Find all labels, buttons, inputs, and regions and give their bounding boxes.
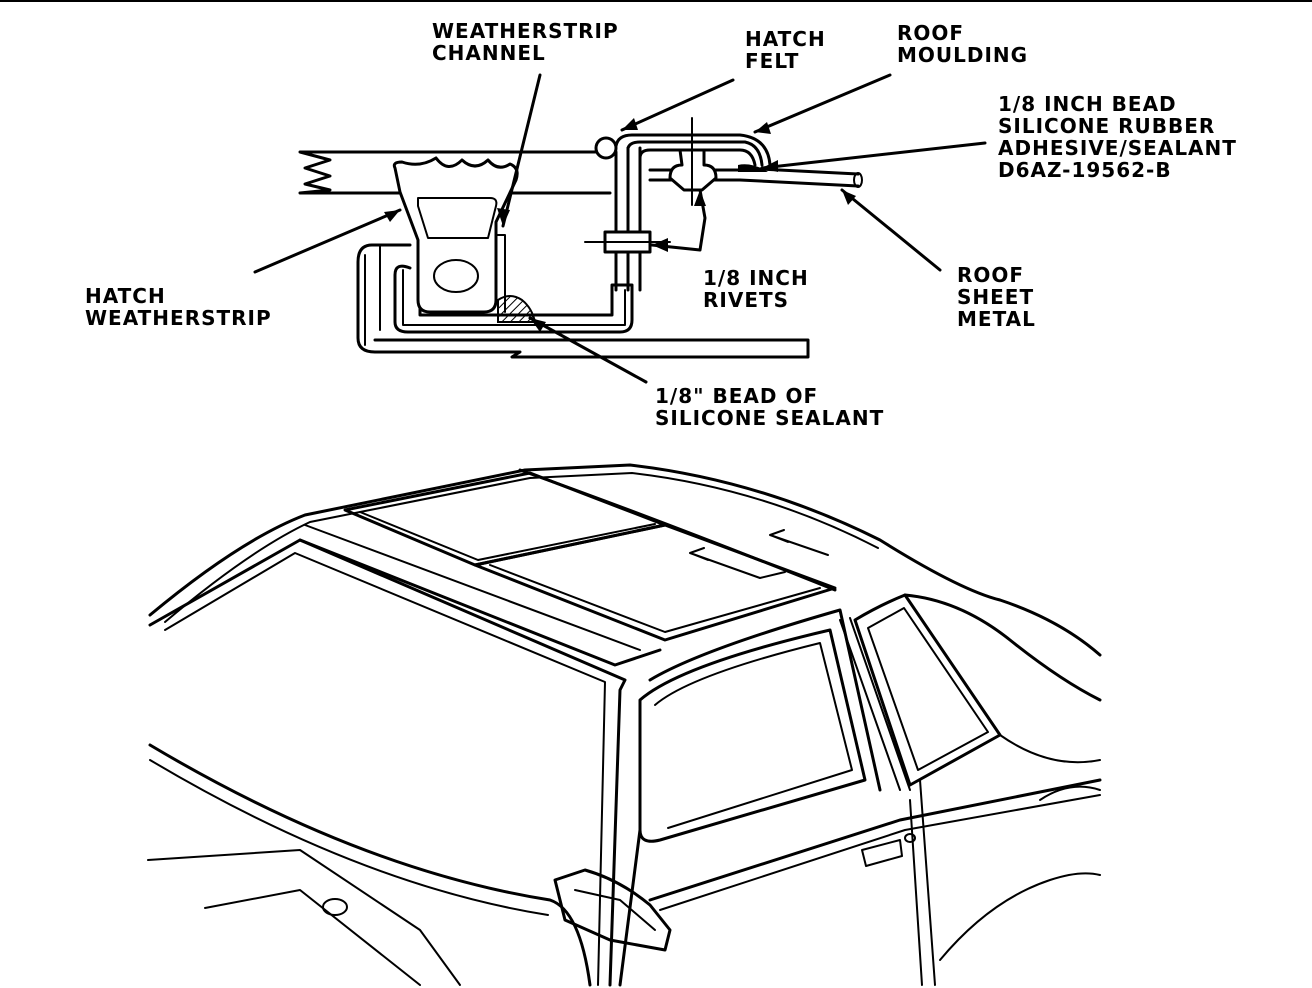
label-hatch-weatherstrip: HATCH WEATHERSTRIP: [85, 284, 272, 330]
channel-outer-inner: [364, 244, 381, 346]
door-frame: [648, 608, 882, 792]
rear-quarter-upper: [903, 593, 1102, 702]
right-hatch-panel: [473, 523, 837, 642]
channel-inner: [393, 264, 634, 334]
hatch-arrow-2: [769, 529, 829, 556]
cowl-line-inner: [149, 759, 549, 916]
hatch-felt-bulb: [594, 136, 618, 160]
quarter-window: [853, 593, 1002, 787]
door-lock: [904, 833, 916, 843]
rear-quarter-line: [999, 734, 1101, 764]
weatherstrip-bulb: [392, 156, 519, 314]
label-hatch-felt: HATCH FELT: [745, 27, 826, 73]
sheet-metal-end: [853, 172, 863, 188]
b-pillar: [839, 617, 911, 791]
weatherstrip-lower-cavity: [433, 259, 479, 293]
windshield-frame: [148, 538, 627, 987]
frame-verticals: [614, 146, 642, 292]
arrowheads: [384, 118, 856, 332]
side-mirror: [553, 868, 672, 952]
frame-top-outer: [614, 133, 772, 167]
cowl-line: [148, 743, 592, 987]
label-bead-adhesive: 1/8 INCH BEAD SILICONE RUBBER ADHESIVE/S…: [998, 92, 1237, 182]
body-belt-line-2: [659, 794, 1101, 911]
body-belt-line: [618, 778, 1102, 987]
label-rivets: 1/8 INCH RIVETS: [703, 266, 809, 312]
car-drawing: [147, 463, 1102, 987]
weatherstrip-lip: [495, 234, 506, 313]
wheel-arch: [939, 872, 1101, 961]
label-weatherstrip-channel: WEATHERSTRIP CHANNEL: [432, 19, 619, 65]
quarter-window-inner: [867, 607, 989, 771]
body-crease: [1039, 785, 1101, 801]
roof-outline: [148, 463, 1102, 657]
label-roof-moulding: ROOF MOULDING: [897, 21, 1029, 67]
side-mirror-detail: [574, 889, 656, 931]
door-handle: [861, 839, 903, 867]
channel-outer: [356, 243, 810, 359]
adhesive-bead: [738, 164, 768, 172]
washer-nozzle: [322, 898, 348, 916]
door-rear-seam: [909, 779, 936, 986]
left-hatch-edge: [359, 511, 656, 561]
hood-panels: [147, 849, 461, 986]
door-window: [638, 628, 867, 843]
hatch-arrow-1: [689, 547, 786, 579]
windshield-header: [298, 538, 662, 667]
left-hatch-panel: [343, 471, 667, 567]
label-roof-sheet-metal: ROOF SHEET METAL: [957, 263, 1036, 331]
channel-inner-line: [402, 269, 626, 326]
center-bar: [518, 468, 837, 592]
leader-lines: [253, 73, 987, 384]
right-hatch-edge: [489, 564, 821, 633]
roof-outline-inner: [164, 472, 879, 623]
door-window-inner: [654, 642, 853, 829]
label-bead-sealant: 1/8" BEAD OF SILICONE SEALANT: [655, 384, 885, 430]
windshield-header-line: [304, 524, 641, 651]
weatherstrip-upper-cavity: [417, 197, 498, 239]
windshield-glass-edge: [164, 552, 606, 986]
